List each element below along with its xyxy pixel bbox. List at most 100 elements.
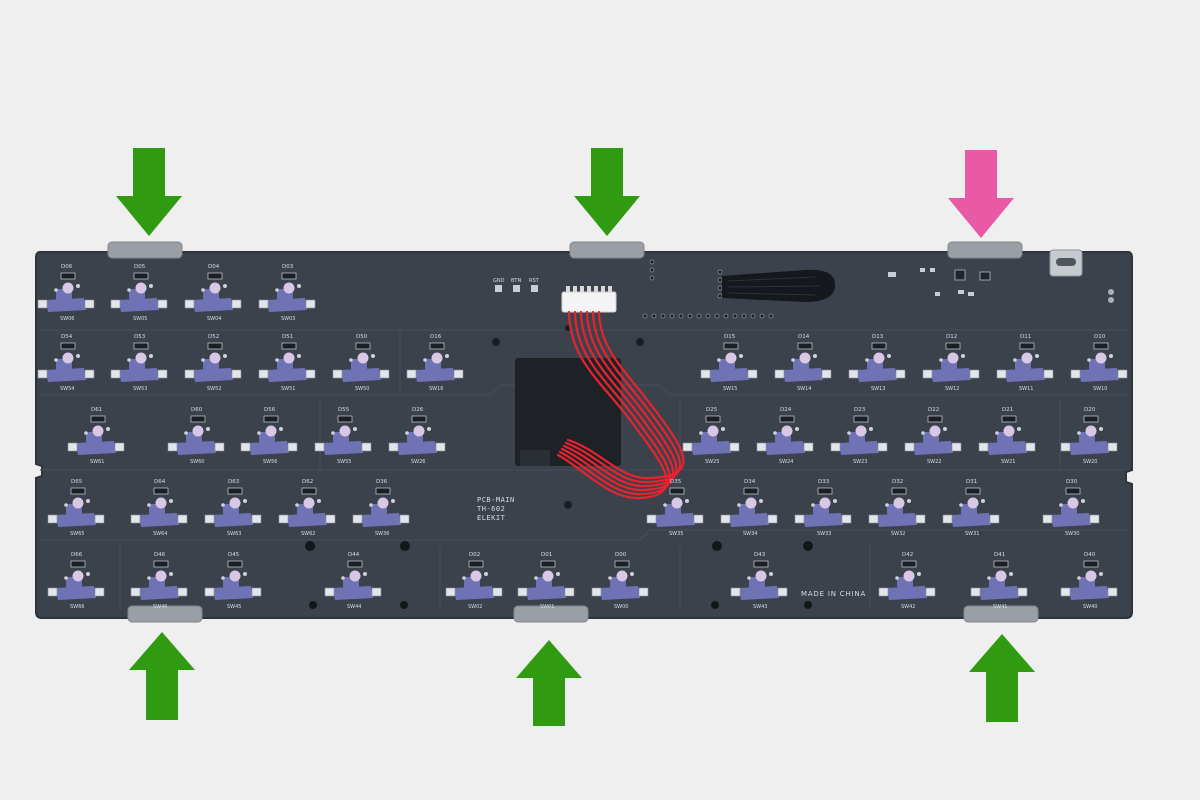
usb-c-port	[1049, 249, 1083, 277]
diode-label: D26	[412, 407, 424, 413]
arrow-up-right-icon	[969, 634, 1035, 722]
hotswap-socket	[119, 298, 159, 312]
socket-pin-left	[184, 299, 195, 309]
led-pad	[283, 352, 295, 364]
socket-pin-left	[1042, 514, 1053, 524]
socket-pin-right	[915, 514, 926, 524]
diode-label: D34	[744, 479, 756, 485]
hotswap-socket	[857, 368, 897, 382]
led-pad	[135, 282, 147, 294]
socket-pin-right	[747, 369, 758, 379]
switch-label: SW12	[945, 386, 959, 392]
socket-pin-right	[492, 587, 503, 597]
socket-pin-right	[803, 442, 814, 452]
hotswap-socket	[729, 513, 769, 527]
via-pad	[147, 503, 151, 507]
led-pad	[542, 570, 554, 582]
via-pad	[295, 503, 299, 507]
hotswap-socket	[783, 368, 823, 382]
socket-pin-left	[970, 587, 981, 597]
socket-pin-right	[1025, 442, 1036, 452]
led-pad	[377, 497, 389, 509]
socket-pin-left	[682, 442, 693, 452]
hotswap-socket	[56, 513, 96, 527]
diode-label: D45	[228, 552, 240, 558]
via-pad	[84, 431, 88, 435]
socket-pin-right	[325, 514, 336, 524]
diode-label: D14	[798, 334, 810, 340]
switch-label: SW21	[1001, 459, 1015, 465]
via-pad	[1009, 572, 1013, 576]
socket-pin-right	[114, 442, 125, 452]
via-pad	[995, 431, 999, 435]
via-pad	[275, 288, 279, 292]
hotswap-socket	[691, 441, 731, 455]
led-pad	[92, 425, 104, 437]
diode-pad	[337, 415, 353, 423]
diode-pad	[227, 487, 243, 495]
led-pad	[413, 425, 425, 437]
diode-pad	[347, 560, 363, 568]
diode-label: D63	[228, 479, 240, 485]
socket-pin-left	[774, 369, 785, 379]
socket-pin-right	[564, 587, 575, 597]
socket-pin-right	[177, 514, 188, 524]
led-pad	[1085, 425, 1097, 437]
arrow-down-center-icon	[574, 148, 640, 236]
led-pad	[303, 497, 315, 509]
jst-connector	[561, 286, 617, 313]
socket-pin-left	[445, 587, 456, 597]
diode-label: D60	[191, 407, 203, 413]
socket-pin-right	[361, 442, 372, 452]
led-pad	[929, 425, 941, 437]
switch-label: SW05	[133, 316, 147, 322]
diode-label: D12	[946, 334, 957, 340]
switch-label: SW33	[817, 531, 831, 537]
via-pad	[791, 358, 795, 362]
via-pad	[405, 431, 409, 435]
via-pad	[391, 499, 395, 503]
socket-pin-right	[251, 587, 262, 597]
diode-label: D43	[754, 552, 766, 558]
led-pad	[781, 425, 793, 437]
switch-label: SW45	[227, 604, 241, 610]
diode-label: D40	[1084, 552, 1096, 558]
diode-label: D33	[818, 479, 830, 485]
hotswap-socket	[323, 441, 363, 455]
via-pad	[630, 572, 634, 576]
diode-label: D56	[264, 407, 276, 413]
diode-label: D10	[1094, 334, 1106, 340]
red-wires	[556, 310, 685, 500]
hotswap-socket	[931, 368, 971, 382]
hotswap-socket	[176, 441, 216, 455]
led-pad	[903, 570, 915, 582]
diode-pad	[1083, 415, 1099, 423]
switch-label: SW13	[871, 386, 885, 392]
led-pad	[1095, 352, 1107, 364]
via-pad	[369, 503, 373, 507]
via-pad	[297, 284, 301, 288]
hotswap-socket	[1051, 513, 1091, 527]
hotswap-socket	[526, 586, 566, 600]
switch-label: SW42	[901, 604, 915, 610]
switch-label: SW44	[347, 604, 361, 610]
diode-pad	[891, 487, 907, 495]
diode-label: D05	[134, 264, 146, 270]
diode-label: D36	[376, 479, 388, 485]
diode-label: D04	[208, 264, 220, 270]
socket-pin-right	[435, 442, 446, 452]
label-btn: BTN	[511, 278, 521, 284]
hotswap-socket	[1079, 368, 1119, 382]
hotswap-socket	[213, 586, 253, 600]
hotswap-socket	[655, 513, 695, 527]
switch-label: SW54	[60, 386, 74, 392]
via-pad	[243, 572, 247, 576]
